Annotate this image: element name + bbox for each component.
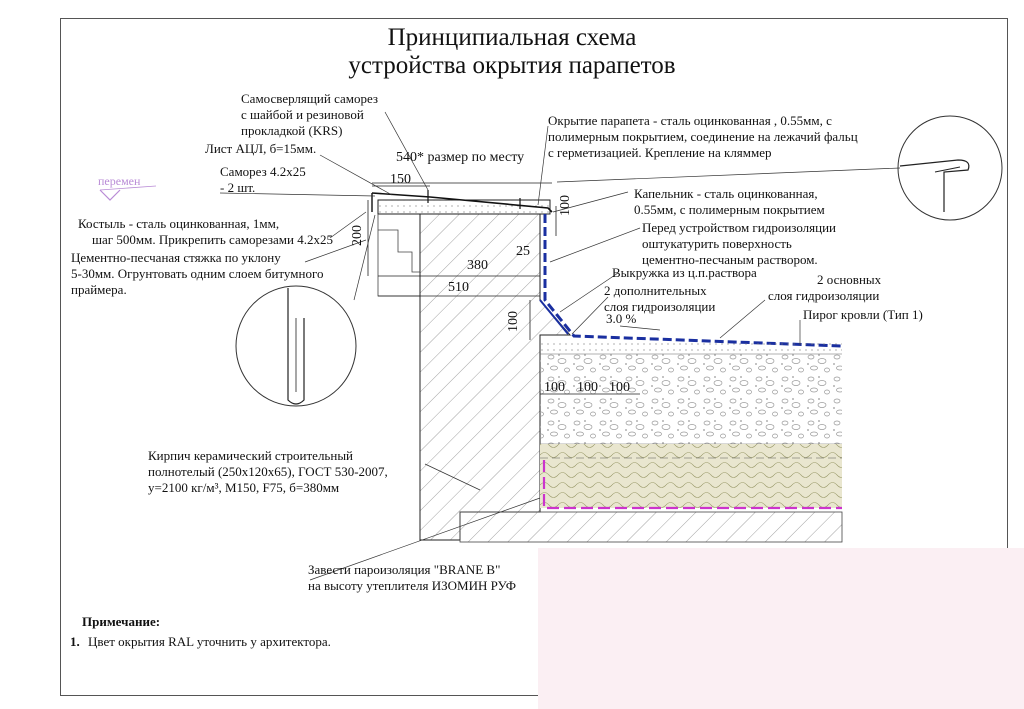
title-line-1: Принципиальная схема: [387, 24, 637, 51]
label-brick-3: у=2100 кг/м³, М150, F75, б=380мм: [148, 480, 340, 495]
dimension-100-a: 100: [544, 380, 565, 395]
label-roof-pie: Пирог кровли (Тип 1): [803, 307, 923, 322]
label-two-main-2: слоя гидроизоляции: [768, 288, 880, 303]
label-cover-3: с герметизацией. Крепление на кляммер: [548, 145, 772, 160]
label-two-main-1: 2 основных: [817, 272, 882, 287]
label-fillet: Выкружка из ц.п.раствора: [612, 265, 757, 280]
label-plaster-1: Перед устройством гидроизоляции: [642, 220, 837, 235]
note-heading: Примечание:: [82, 614, 161, 629]
label-self-drilling-screw-1: Самосверлящий саморез: [241, 91, 379, 106]
label-screed-3: праймера.: [71, 282, 127, 297]
label-brick-2: полнотелый (250х120х65), ГОСТ 530-2007,: [148, 464, 388, 479]
label-screed-1: Цементно-песчаная стяжка по уклону: [71, 250, 281, 265]
label-vapor-2: на высоту утеплителя ИЗОМИН РУФ: [308, 578, 517, 593]
screed-layer: [540, 340, 842, 354]
title-line-2: устройства окрытия парапетов: [348, 52, 676, 79]
dimension-150: 150: [390, 172, 411, 187]
dimension-540: 540* размер по месту: [396, 150, 525, 165]
label-screed-2: 5-30мм. Огрунтовать одним слоем битумног…: [71, 266, 324, 281]
label-screw-1: Саморез 4.2х25: [220, 164, 306, 179]
label-plaster-3: цементно-песчаным раствором.: [642, 252, 818, 267]
dimension-380: 380: [467, 258, 488, 273]
dimension-510: 510: [448, 280, 469, 295]
dimension-100-top: 100: [558, 195, 573, 216]
dimension-100-left: 100: [506, 311, 521, 332]
cap-board: [377, 199, 551, 215]
detail-circle-cover: [897, 115, 1003, 221]
label-two-additional-1: 2 дополнительных: [604, 283, 707, 298]
gravel-layer: [540, 354, 842, 444]
label-crutch-1: Костыль - сталь оцинкованная, 1мм,: [78, 216, 280, 231]
dimension-100-c: 100: [609, 380, 630, 395]
note-text: Цвет окрытия RAL уточнить у архитектора.: [88, 634, 331, 649]
label-sheet: Лист АЦЛ, б=15мм.: [205, 141, 317, 156]
metal-cover: [371, 192, 553, 213]
label-drip-1: Капельник - сталь оцинкованная,: [634, 186, 818, 201]
label-screw-2: - 2 шт.: [220, 180, 256, 195]
label-self-drilling-screw-2: с шайбой и резиновой: [241, 107, 364, 122]
label-cover-2: полимерным покрытием, соединение на лежа…: [548, 129, 858, 144]
label-crutch-2: шаг 500мм. Прикрепить саморезами 4.2х25: [92, 232, 333, 247]
label-brick-1: Кирпич керамический строительный: [148, 448, 354, 463]
label-two-additional-2: слоя гидроизоляции: [604, 299, 716, 314]
concrete-slab: [459, 511, 843, 543]
label-slope: 3.0 %: [606, 311, 637, 326]
label-drip-2: 0.55мм, с полимерным покрытием: [634, 202, 825, 217]
handwritten-note: перемен: [98, 174, 141, 188]
dimension-25: 25: [516, 244, 530, 259]
drawing-frame: [60, 18, 1008, 696]
dimension-100-b: 100: [577, 380, 598, 395]
label-plaster-2: оштукатурить поверхность: [642, 236, 792, 251]
dimension-200: 200: [350, 225, 365, 246]
note-number: 1.: [70, 634, 80, 649]
handwritten-mark: [99, 189, 121, 201]
label-cover-1: Окрытие парапета - сталь оцинкованная , …: [548, 113, 832, 128]
pink-overlay: [538, 548, 1024, 709]
label-self-drilling-screw-3: прокладкой (KRS): [241, 123, 343, 138]
label-vapor-1: Завести пароизоляция "BRANE B": [308, 562, 501, 577]
vapor-barrier: [542, 460, 842, 510]
